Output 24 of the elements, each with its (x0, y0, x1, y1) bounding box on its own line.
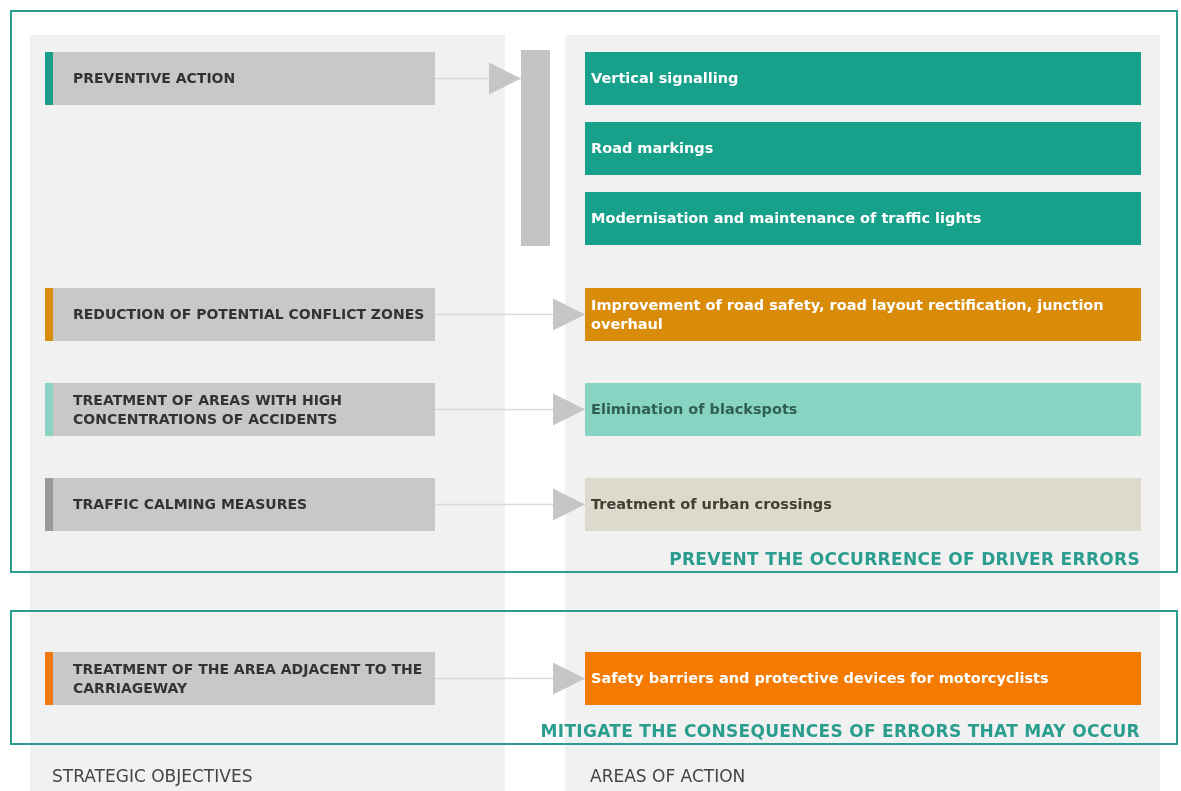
arrow (434, 488, 586, 521)
action-box: Treatment of urban crossings (585, 478, 1141, 531)
column-heading: STRATEGIC OBJECTIVES (52, 766, 253, 786)
objective-box: TREATMENT OF THE AREA ADJACENT TO THE CARRIAGEWAY (45, 652, 435, 705)
action-box: Modernisation and maintenance of traffic lights (585, 192, 1141, 245)
action-box: Improvement of road safety, road layout rectification, junction overhaul (585, 288, 1141, 341)
action-box: Elimination of blackspots (585, 383, 1141, 436)
objective-box: TRAFFIC CALMING MEASURES (45, 478, 435, 531)
group-title: MITIGATE THE CONSEQUENCES OF ERRORS THAT MAY OCCUR (540, 721, 1140, 741)
objective-box: REDUCTION OF POTENTIAL CONFLICT ZONES (45, 288, 435, 341)
group-title: PREVENT THE OCCURRENCE OF DRIVER ERRORS (669, 549, 1140, 569)
column-heading: AREAS OF ACTION (590, 766, 746, 786)
arrow (434, 62, 522, 95)
objective-box: TREATMENT OF AREAS WITH HIGH CONCENTRATIONS OF ACCIDENTS (45, 383, 435, 436)
arrow (434, 298, 586, 331)
action-box: Safety barriers and protective devices for motorcyclists (585, 652, 1141, 705)
objective-box: PREVENTIVE ACTION (45, 52, 435, 105)
action-box: Vertical signalling (585, 52, 1141, 105)
action-box: Road markings (585, 122, 1141, 175)
grouping-bar (521, 50, 550, 246)
arrow (434, 393, 586, 426)
group-frame (10, 610, 1178, 745)
group-frame (10, 10, 1178, 573)
arrow (434, 662, 586, 695)
